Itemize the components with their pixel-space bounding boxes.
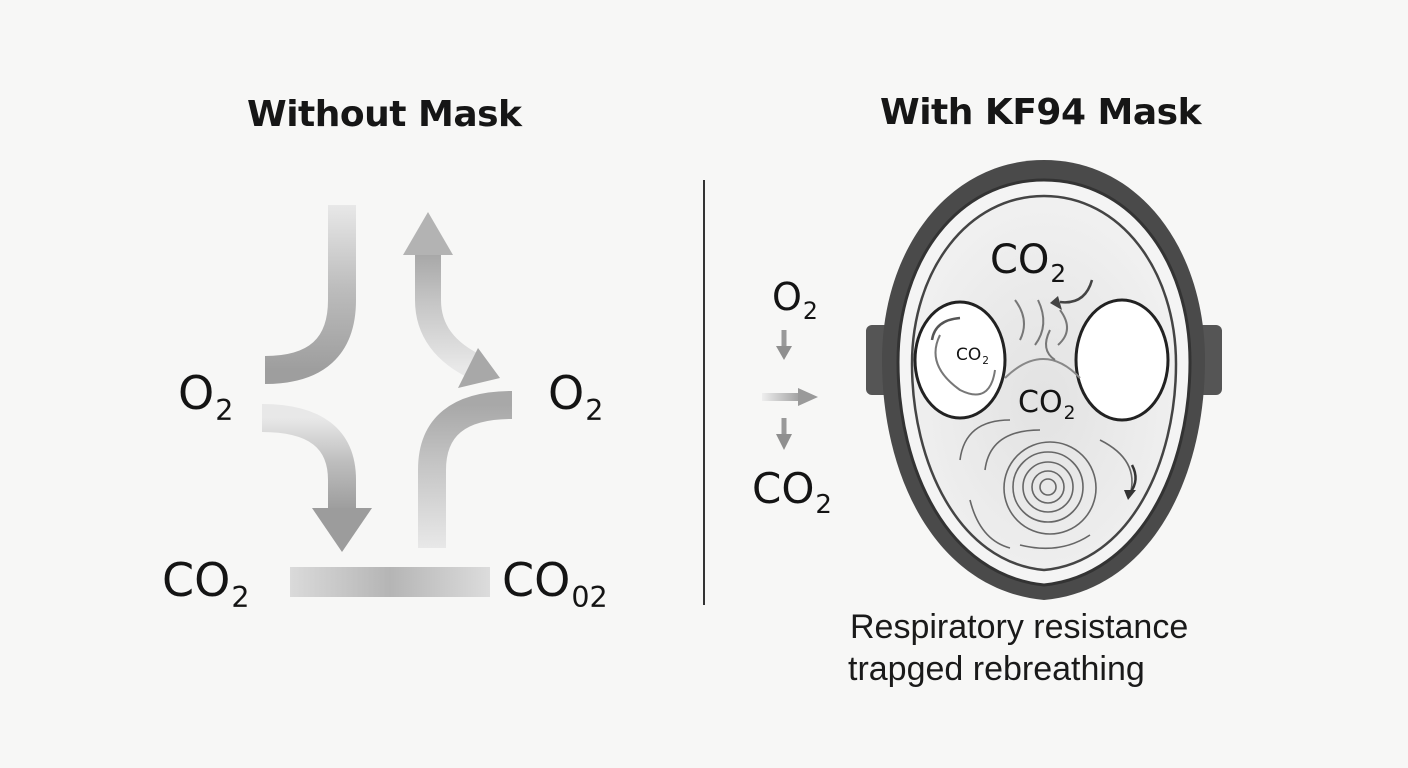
label-o2-right: O2	[548, 366, 604, 427]
mask-eye-left	[913, 300, 1007, 420]
label-co2-left: CO2	[162, 553, 250, 614]
flow-arrow-top-left	[264, 205, 356, 384]
co2-spiral	[959, 419, 1133, 550]
side-label-co2: CO2	[752, 464, 832, 520]
mask-label-co2-eye: CO2	[956, 345, 989, 367]
label-o2-left: O2	[178, 366, 234, 427]
kf94-mask	[866, 160, 1222, 600]
caption-line-1: Respiratory resistance	[850, 608, 1189, 646]
mask-label-co2-center: CO2	[1018, 385, 1076, 425]
flow-bar-bottom	[290, 567, 490, 597]
left-panel-title: Without Mask	[247, 94, 522, 135]
flow-arrow-up-right	[403, 212, 500, 388]
mask-eye-right	[1074, 298, 1170, 422]
mask-label-co2-top: CO2	[990, 237, 1067, 289]
right-panel-title: With KF94 Mask	[880, 92, 1202, 133]
side-arrows	[762, 330, 818, 450]
side-label-o2: O2	[772, 275, 818, 325]
flow-arrow-right-curve	[418, 391, 513, 548]
flow-arrow-down-left	[261, 404, 372, 552]
caption-line-2: trapged rebreathing	[848, 650, 1145, 688]
label-co2-right: CO02	[502, 553, 608, 614]
